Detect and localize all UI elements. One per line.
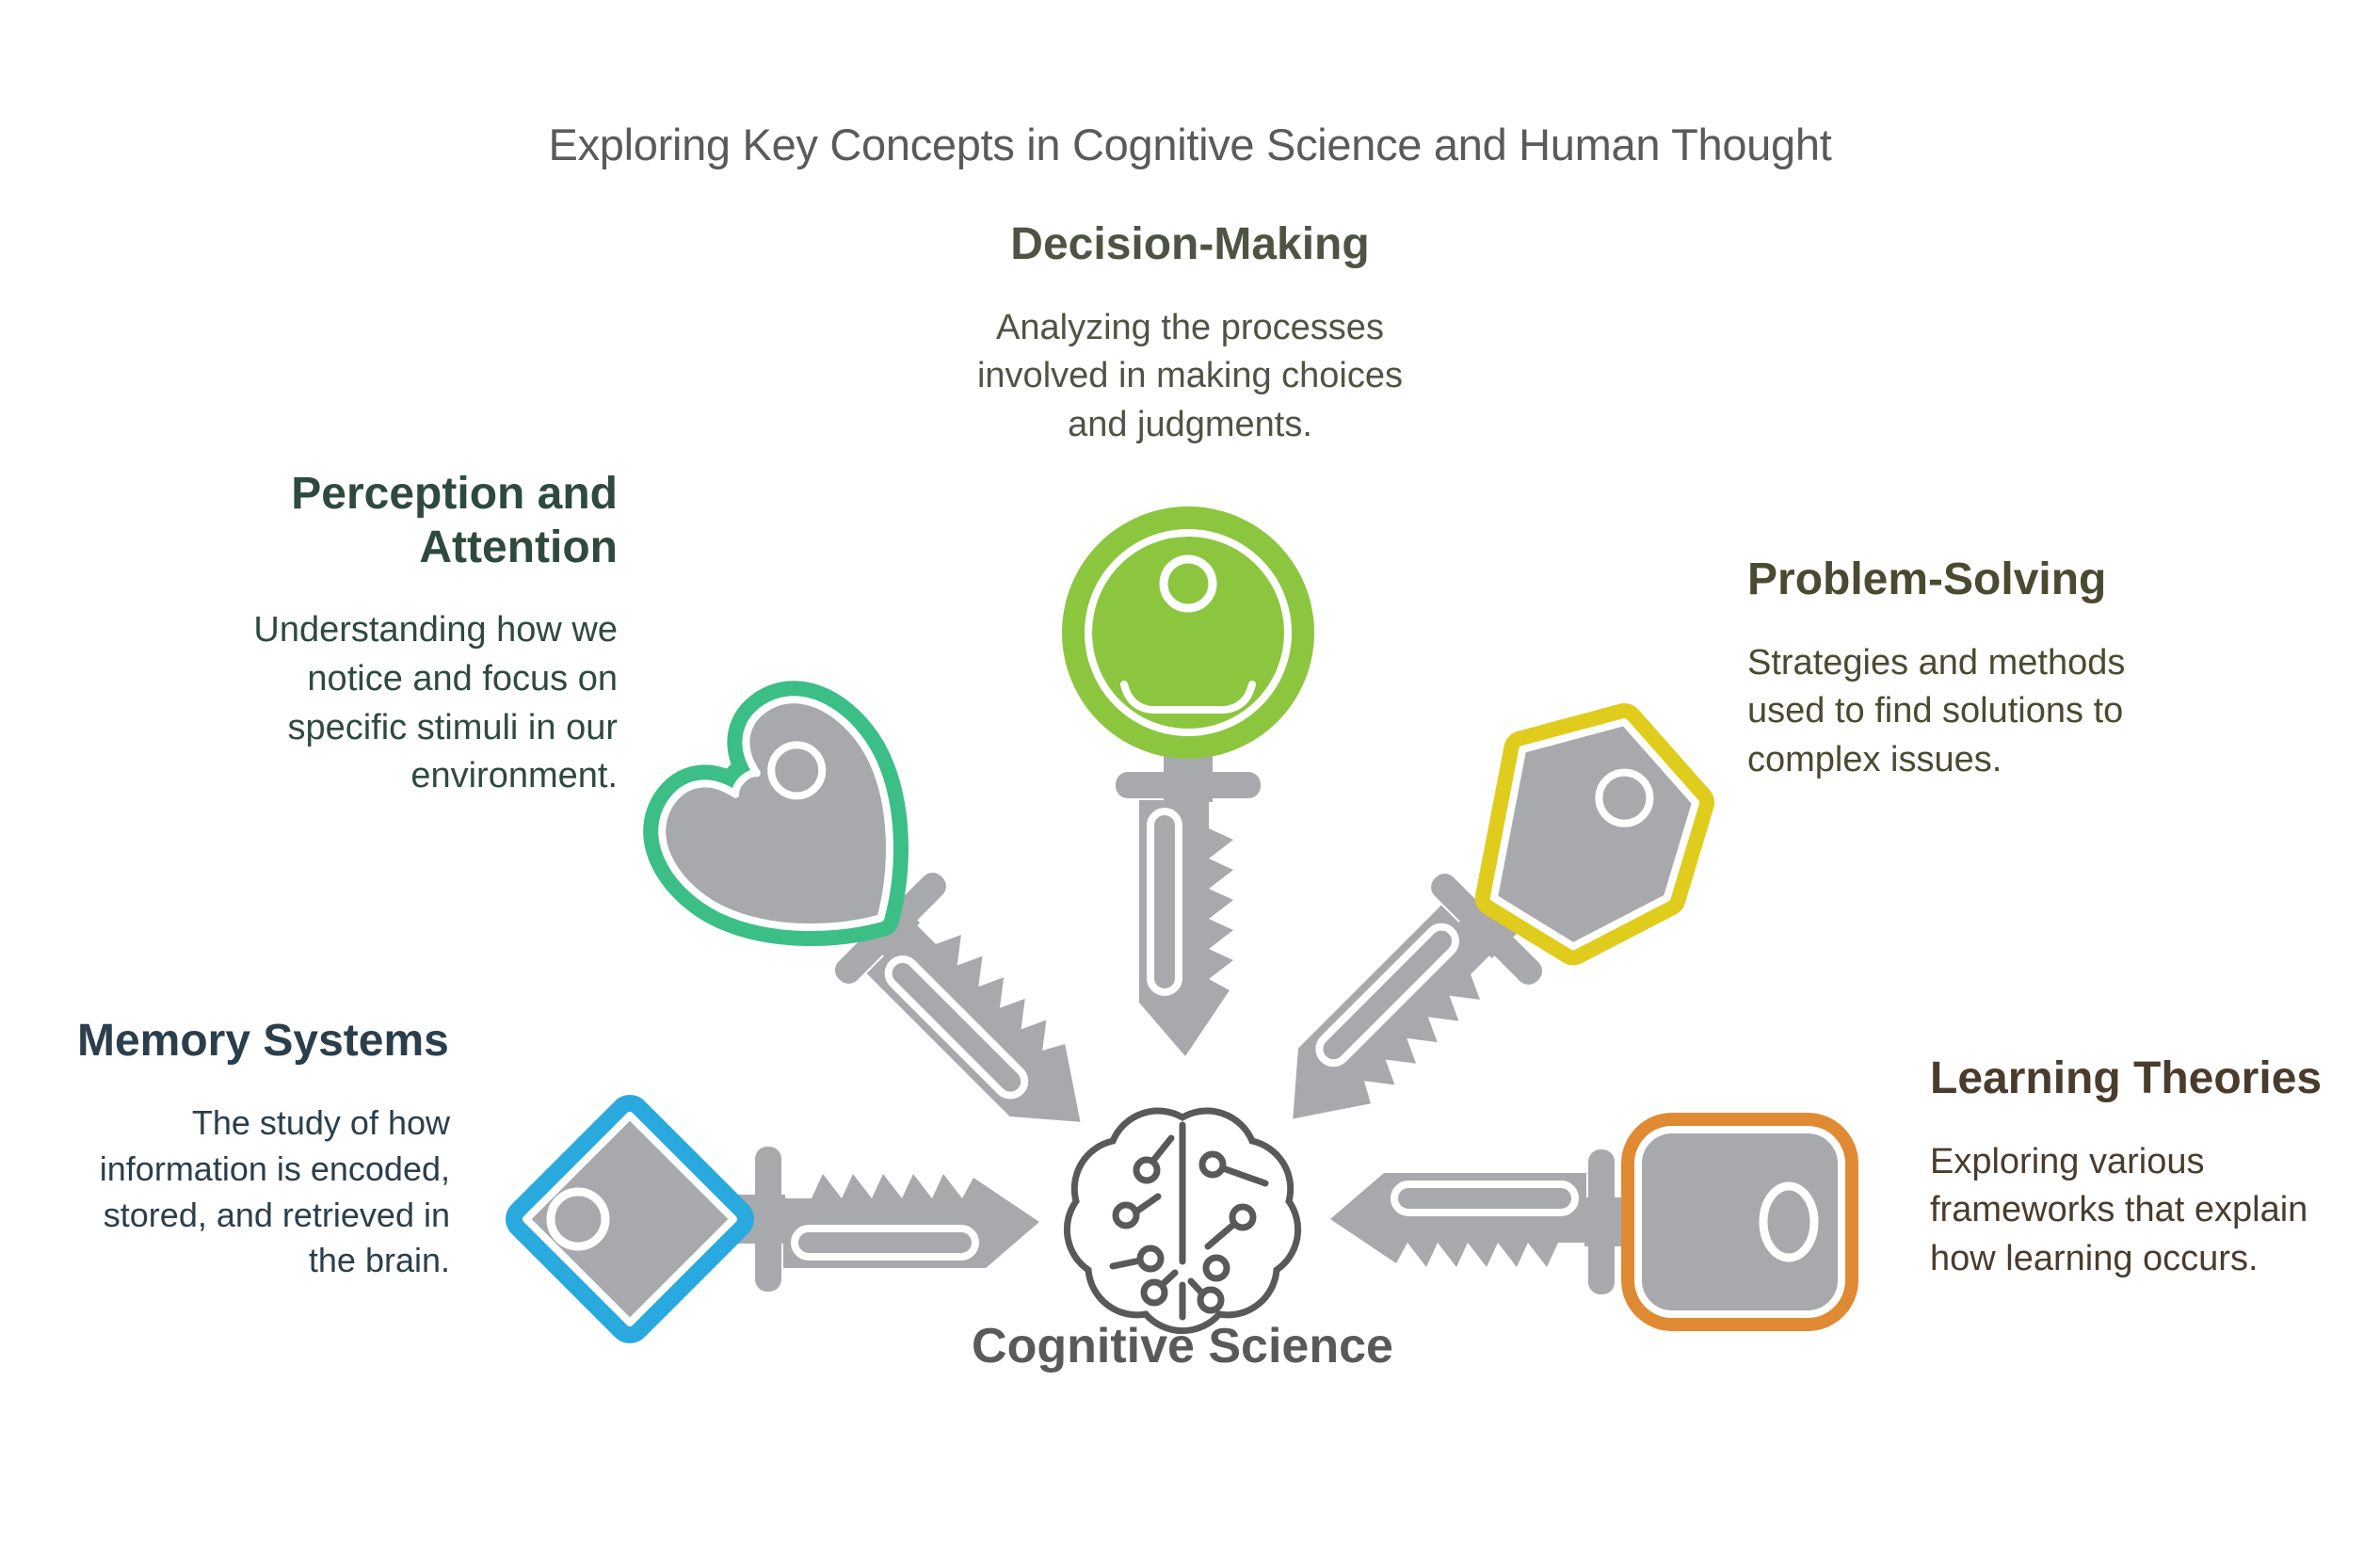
concept-decision-making: Decision-Making Analyzing the processes … bbox=[813, 218, 1567, 450]
key-head-perception-and-attention bbox=[643, 681, 909, 946]
key-icon-problem-solving bbox=[1223, 703, 1715, 1195]
concept-description: Strategies and methods used to find solu… bbox=[1747, 642, 2126, 779]
concept-description: The study of how information is encoded,… bbox=[99, 1102, 450, 1280]
key-head-decision-making bbox=[1062, 506, 1314, 759]
center-label: Cognitive Science bbox=[972, 1319, 1393, 1373]
key-head-problem-solving bbox=[1474, 703, 1715, 966]
key-shaft bbox=[710, 1147, 1039, 1292]
key-head-memory-systems bbox=[506, 1095, 754, 1343]
page-title: Exploring Key Concepts in Cognitive Scie… bbox=[548, 120, 1832, 169]
concept-description: Analyzing the processes involved in maki… bbox=[976, 307, 1403, 444]
concept-description: Understanding how we notice and focus on… bbox=[253, 610, 618, 796]
concept-title: Memory Systems bbox=[77, 1016, 449, 1066]
concept-title: Perception and Attention bbox=[291, 469, 618, 572]
key-icon-decision-making bbox=[1062, 506, 1314, 1056]
concept-title: Decision-Making bbox=[1010, 219, 1370, 269]
concept-title: Learning Theories bbox=[1930, 1053, 2323, 1103]
concept-learning-theories: Learning Theories Exploring various fram… bbox=[1930, 1052, 2380, 1284]
concept-memory-systems: Memory Systems The study of how informat… bbox=[77, 1015, 450, 1284]
key-icon-memory-systems bbox=[506, 1095, 1039, 1343]
key-icon-learning-theories bbox=[1330, 1113, 1858, 1331]
key-shaft bbox=[1116, 727, 1261, 1056]
concept-perception-and-attention: Perception and Attention Understanding h… bbox=[109, 468, 618, 801]
concept-title: Problem-Solving bbox=[1747, 554, 2107, 604]
key-head-learning-theories bbox=[1621, 1113, 1858, 1331]
concept-problem-solving: Problem-Solving Strategies and methods u… bbox=[1747, 554, 2293, 785]
concept-description: Exploring various frameworks that explai… bbox=[1930, 1141, 2308, 1278]
key-icon-perception-and-attention bbox=[643, 681, 1162, 1199]
key-shaft bbox=[1330, 1149, 1660, 1294]
brain-circuit-icon bbox=[1063, 1107, 1302, 1335]
